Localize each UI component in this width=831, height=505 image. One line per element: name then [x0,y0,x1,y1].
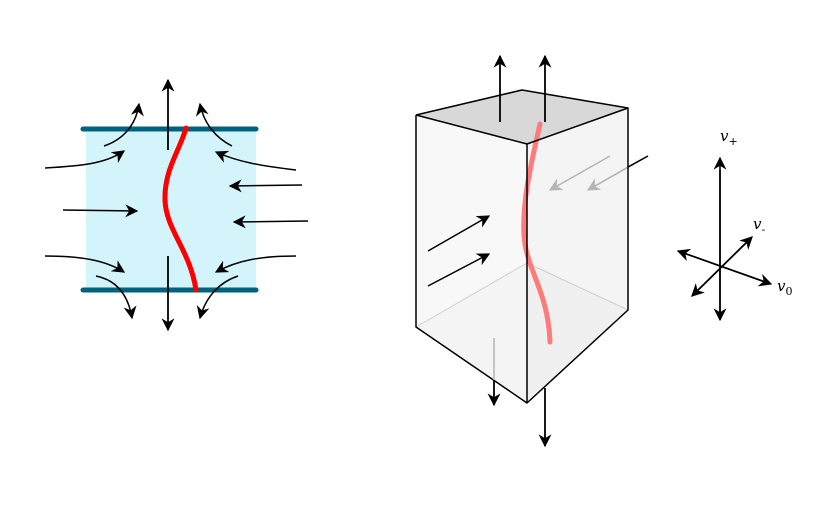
label-v-zero-symbol: v [777,277,786,295]
inflow-arrow-right-lower [214,255,297,273]
prism-front-edge-right [526,107,629,145]
vector-v-minus-tail [691,240,749,297]
escape-arrow-top-right [195,102,233,147]
prism-front-edge-top [415,114,528,145]
prism-front-face [416,115,527,403]
inflow-arrow-back-lower-outside [627,155,649,168]
inflow-arrow-front-lower [427,253,491,287]
label-v-plus: v+ [720,127,738,148]
vortex-line-faded [521,121,553,345]
label-v-minus-symbol: v [753,215,762,233]
inflow-arrow-back-upper [548,155,611,191]
inflow-arrow-right-lower-middle [232,215,309,229]
inflow-arrow-right-middle [228,179,303,193]
basis-vectors: v+ v- v0 [676,127,792,322]
inflow-arrow-front-upper [427,215,491,252]
label-v-minus-subscript: - [761,223,765,236]
inflow-arrow-right-upper [214,150,297,171]
inflow-arrow-left-lower [44,255,126,273]
vortex-line [162,125,199,293]
inflow-arrow-left-middle [62,204,139,218]
prism-right-face [527,108,628,403]
inflow-arrow-back-lower-head [586,166,629,191]
prism-hidden-edge-2 [526,262,629,311]
escape-arrow-bottom-right [196,275,239,320]
escape-arrow-top-left [103,102,144,147]
label-v-minus: v- [753,215,765,236]
prism-panel [415,54,649,448]
label-v-plus-subscript: + [728,135,737,148]
prism-top-face [416,90,628,144]
label-v-zero-subscript: 0 [785,285,792,298]
prism-hidden-edge [415,262,528,328]
prism-edges-outline [415,89,629,404]
channel-panel [44,78,309,332]
escape-arrow-bottom-left [95,275,137,320]
vector-v-zero-tail [676,248,766,283]
label-v-zero: v0 [777,277,792,298]
inflow-arrow-left-upper [44,150,126,169]
label-v-plus-symbol: v [720,127,729,145]
